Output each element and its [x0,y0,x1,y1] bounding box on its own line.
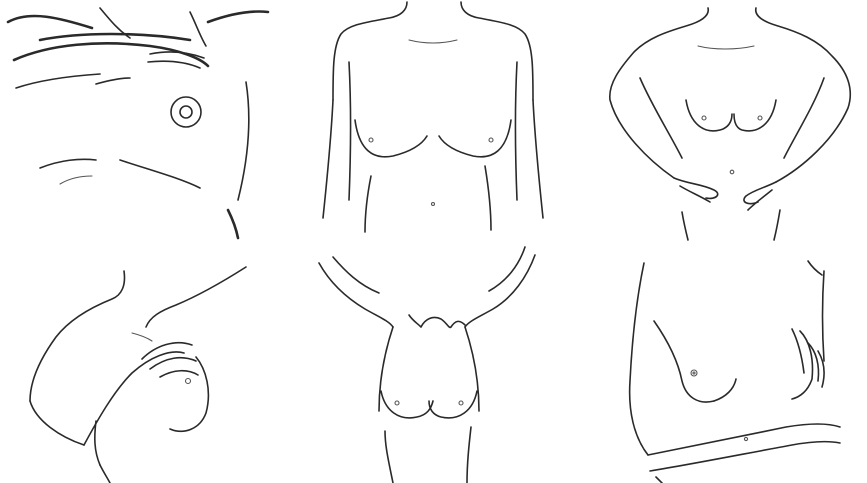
lying-down-figure-drawing [0,0,289,241]
panel-standing-arms-down [289,0,578,241]
panel-self-exam-arm-raised [0,241,289,483]
hands-on-hips-figure-drawing [578,0,867,241]
self-exam-figure-drawing [0,241,289,483]
side-view-figure-drawing [578,241,867,483]
panel-lying-down [0,0,289,241]
arms-raised-figure-drawing [289,241,578,483]
panel-hands-on-hips [578,0,867,241]
panel-side-view-exam [578,241,867,483]
panel-arms-raised [289,241,578,483]
standing-figure-drawing [289,0,578,241]
